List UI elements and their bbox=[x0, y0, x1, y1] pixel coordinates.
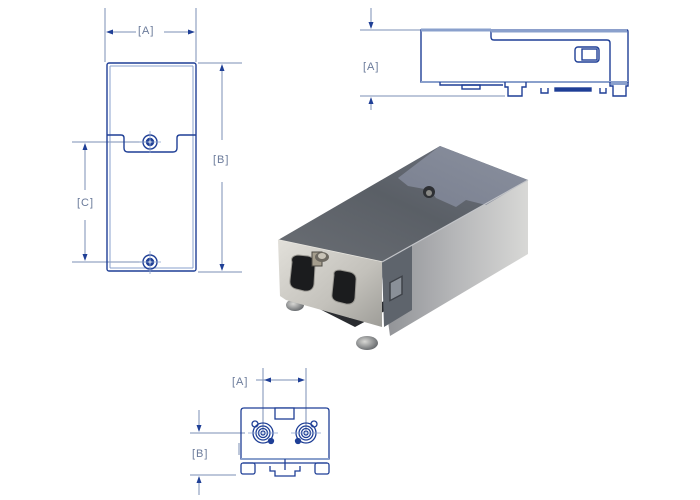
front-view-dimension-a-label: [A] bbox=[231, 376, 250, 388]
front-view-dimension-b-label: [B] bbox=[191, 448, 210, 460]
top-view-dimension-c-label: [C] bbox=[76, 197, 96, 209]
side-view-dimension-a-label: [A] bbox=[362, 61, 381, 73]
top-view-dimension-b-label: [B] bbox=[212, 154, 231, 166]
top-view-dimension-a-label: [A] bbox=[137, 25, 156, 37]
